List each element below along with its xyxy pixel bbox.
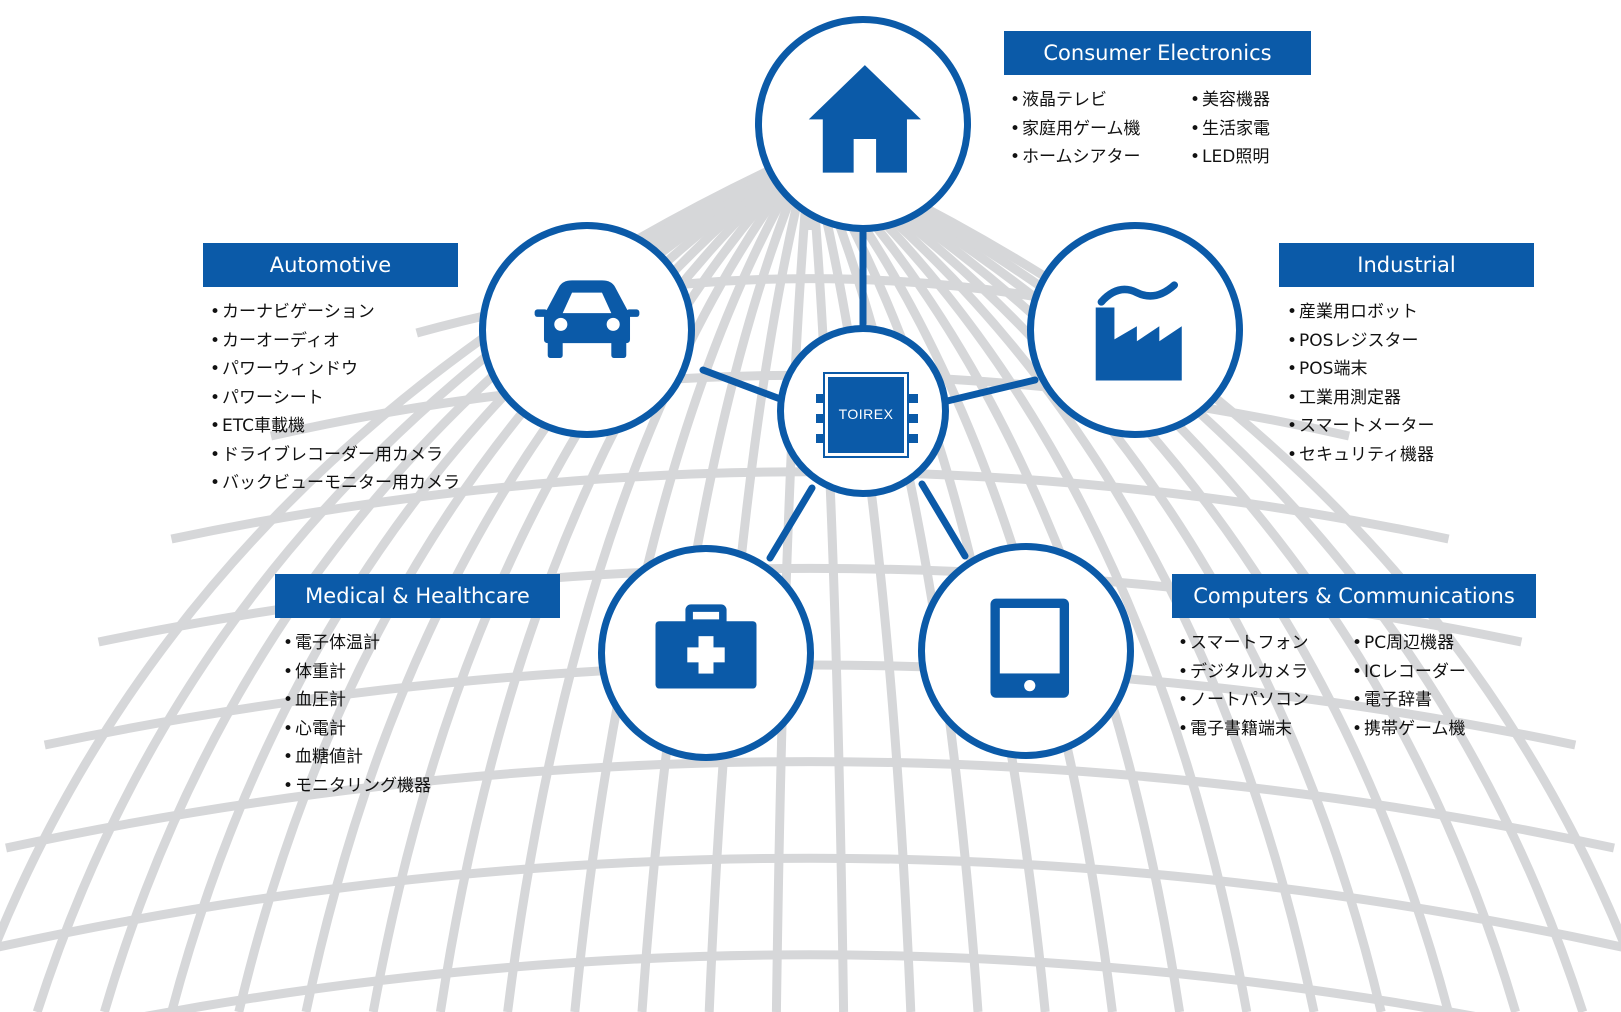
industrial-node[interactable]: [1027, 222, 1243, 438]
medical-healthcare-label: Medical & Healthcare: [275, 574, 560, 618]
list-item: ノートパソコン: [1178, 686, 1309, 715]
list-item: モニタリング機器: [283, 772, 431, 801]
list-item: POS端末: [1287, 355, 1435, 384]
list-item: ICレコーダー: [1352, 658, 1466, 687]
list-item: パワーシート: [210, 384, 460, 413]
car-icon: [534, 280, 640, 359]
list-item: カーナビゲーション: [210, 298, 460, 327]
connector-automotive: [699, 366, 787, 404]
automotive-label: Automotive: [203, 243, 458, 287]
list-item: 美容機器: [1190, 86, 1270, 115]
factory-icon: [1095, 281, 1182, 381]
list-item: 血圧計: [283, 686, 431, 715]
list-item: LED照明: [1190, 143, 1270, 172]
list-item: ドライブレコーダー用カメラ: [210, 441, 460, 470]
tablet-icon: [990, 598, 1070, 698]
list-item: 電子体温計: [283, 629, 431, 658]
industrial-list: 産業用ロボット POSレジスター POS端末 工業用測定器 スマートメーター セ…: [1287, 298, 1435, 469]
torex-hub: TOIREX: [777, 325, 949, 497]
list-item: 工業用測定器: [1287, 384, 1435, 413]
list-item: 心電計: [283, 715, 431, 744]
consumer-electronics-list-right: 美容機器 生活家電 LED照明: [1190, 86, 1270, 172]
consumer-electronics-label: Consumer Electronics: [1004, 31, 1311, 75]
list-item: ETC車載機: [210, 412, 460, 441]
industrial-label: Industrial: [1279, 243, 1534, 287]
list-item: パワーウィンドウ: [210, 355, 460, 384]
consumer-electronics-node[interactable]: [755, 16, 971, 232]
home-icon: [808, 65, 921, 173]
list-item: 血糖値計: [283, 743, 431, 772]
connector-computers: [918, 480, 969, 560]
list-item: カーオーディオ: [210, 327, 460, 356]
medical-healthcare-node[interactable]: [598, 545, 814, 761]
list-item: 生活家電: [1190, 115, 1270, 144]
computers-communications-list-right: PC周辺機器 ICレコーダー 電子辞書 携帯ゲーム機: [1352, 629, 1466, 743]
chip-icon: TOIREX: [823, 372, 909, 458]
list-item: スマートメーター: [1287, 412, 1435, 441]
list-item: デジタルカメラ: [1178, 658, 1309, 687]
connector-industrial: [939, 376, 1039, 406]
list-item: 家庭用ゲーム機: [1010, 115, 1141, 144]
list-item: 産業用ロボット: [1287, 298, 1435, 327]
list-item: セキュリティ機器: [1287, 441, 1435, 470]
computers-communications-label: Computers & Communications: [1172, 574, 1536, 618]
medical-healthcare-list: 電子体温計 体重計 血圧計 心電計 血糖値計 モニタリング機器: [283, 629, 431, 800]
computers-communications-list-left: スマートフォン デジタルカメラ ノートパソコン 電子書籍端末: [1178, 629, 1309, 743]
medical-kit-icon: [655, 604, 757, 689]
list-item: バックビューモニター用カメラ: [210, 469, 460, 498]
hub-logo: TOIREX: [838, 406, 894, 422]
list-item: 体重計: [283, 658, 431, 687]
automotive-node[interactable]: [479, 222, 695, 438]
list-item: 電子辞書: [1352, 686, 1466, 715]
list-item: POSレジスター: [1287, 327, 1435, 356]
connector-medical: [766, 484, 816, 562]
list-item: 電子書籍端末: [1178, 715, 1309, 744]
computers-communications-node[interactable]: [918, 543, 1134, 759]
list-item: 液晶テレビ: [1010, 86, 1141, 115]
list-item: ホームシアター: [1010, 143, 1141, 172]
automotive-list: カーナビゲーション カーオーディオ パワーウィンドウ パワーシート ETC車載機…: [210, 298, 460, 498]
list-item: PC周辺機器: [1352, 629, 1466, 658]
list-item: 携帯ゲーム機: [1352, 715, 1466, 744]
consumer-electronics-list-left: 液晶テレビ 家庭用ゲーム機 ホームシアター: [1010, 86, 1141, 172]
list-item: スマートフォン: [1178, 629, 1309, 658]
